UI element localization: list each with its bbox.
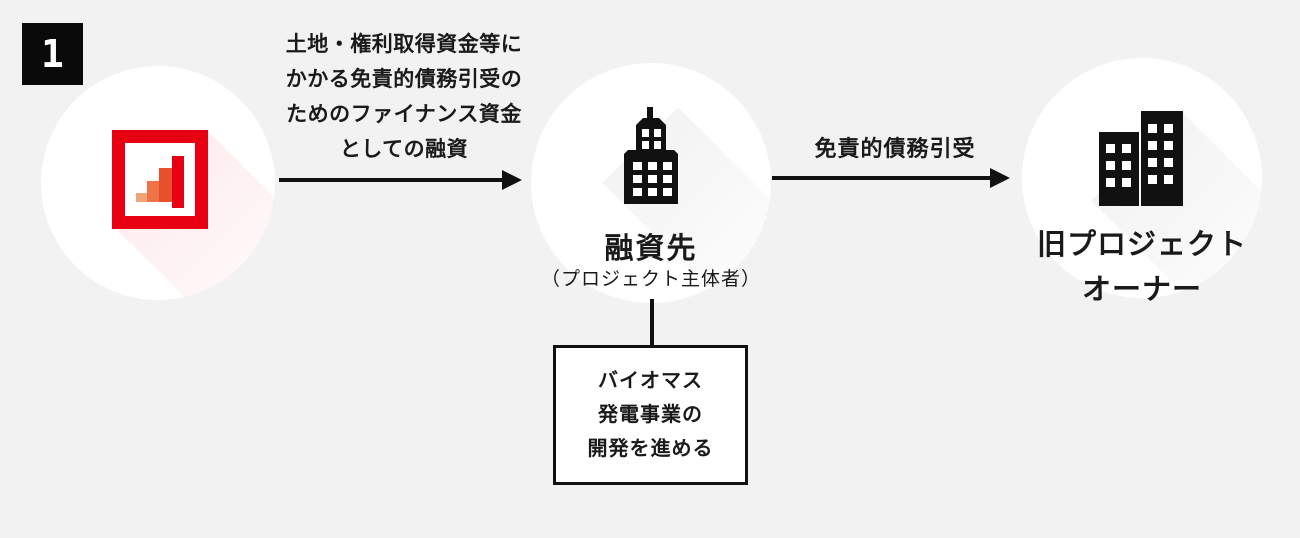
note-box-line: 開発を進める [587,438,714,460]
loan-label-line: ためのファイナンス資金 [286,103,522,126]
note-box-line: バイオマス [598,370,703,392]
office-building-icon [624,107,678,204]
debt-assumption-arrow [772,168,1010,188]
step-number-badge: 1 [22,23,83,85]
loan-label-line: としての融資 [339,138,469,161]
loan-arrow-label: 土地・権利取得資金等に かかる免責的債務引受の ためのファイナンス資金 としての… [272,27,536,167]
owner-label-line: オーナー [1081,274,1202,306]
borrower-label: 融資先 [604,233,698,265]
old-project-owner-node [1022,58,1262,298]
debt-assumption-arrow-label: 免責的債務引受 [814,136,976,161]
lender-node [41,66,275,300]
note-box-line: 発電事業の [598,404,703,426]
old-project-owner-label: 旧プロジェクト オーナー [1012,223,1272,313]
step-number: 1 [41,32,64,76]
loan-label-line: 土地・権利取得資金等に [285,33,523,56]
two-buildings-icon [1099,111,1183,206]
borrower-sublabel: （プロジェクト主体者） [540,269,761,290]
connector-line [650,299,654,345]
growth-bars-logo-icon [112,130,208,229]
note-box: バイオマス 発電事業の 開発を進める [553,345,748,485]
owner-label-line: 旧プロジェクト [1036,229,1247,261]
loan-arrow [279,170,522,190]
borrower-node [531,63,771,303]
loan-label-line: かかる免責的債務引受の [285,68,523,91]
